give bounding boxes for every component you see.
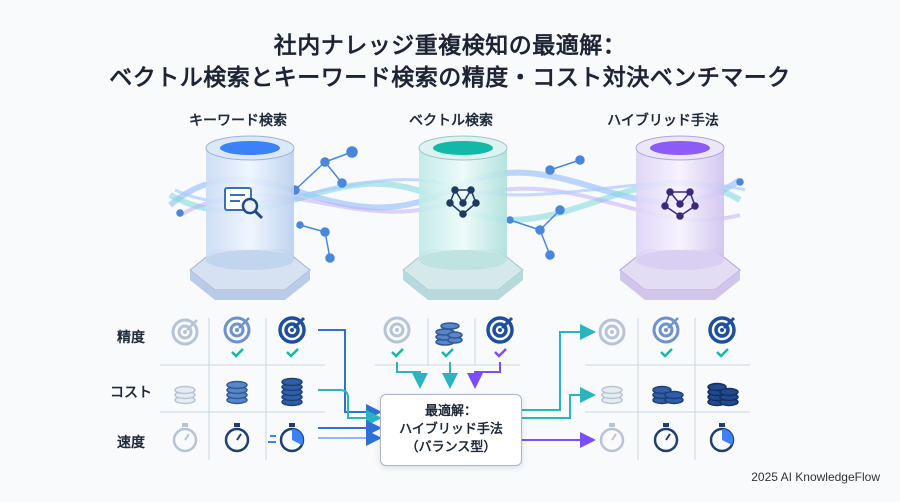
result-line-1: 最適解： (424, 404, 477, 419)
stopwatch-icon-light (172, 423, 198, 453)
target-icon-light (383, 316, 411, 344)
check-icon (391, 348, 404, 358)
coin-stack-icon-strong (281, 377, 303, 407)
check-icon (441, 348, 454, 358)
stopwatch-icon-strong (268, 423, 305, 453)
target-icon-strong (278, 316, 306, 344)
check-icon (494, 348, 507, 358)
row-label-speed: 速度 (117, 435, 145, 451)
cost-row-right (601, 382, 739, 407)
coin-stack-icon-medium (435, 322, 463, 346)
vector-search-cylinder (402, 135, 524, 300)
precision-row-right (598, 316, 736, 358)
precision-row-left (171, 316, 306, 358)
stopwatch-icon-medium (224, 423, 250, 453)
title-line-2: ベクトル検索とキーワード検索の精度・コスト対決ベンチマーク (109, 65, 791, 91)
network-nodes (176, 146, 744, 263)
result-box: 最適解： ハイブリッド手法 （バランス型） (380, 394, 522, 466)
column-label-keyword: キーワード検索 (189, 113, 287, 129)
row-label-precision: 精度 (117, 330, 145, 346)
check-icon (286, 348, 299, 358)
result-line-3: （バランス型） (405, 440, 497, 455)
row-label-cost: コスト (110, 385, 152, 401)
result-line-2: ハイブリッド手法 (399, 422, 503, 437)
middle-top-row (383, 316, 514, 358)
flow-arrows (318, 324, 596, 448)
coin-stack-icon-medium (226, 380, 248, 405)
keyword-search-cylinder (189, 135, 311, 300)
speed-row-left (172, 423, 305, 453)
coin-stack-icon-light (174, 385, 196, 405)
target-icon-light (171, 318, 199, 346)
column-label-vector: ベクトル検索 (409, 113, 493, 129)
speed-row-right (599, 423, 735, 453)
target-icon-strong (486, 316, 514, 344)
column-label-hybrid: ハイブリッド手法 (607, 113, 719, 129)
title-line-1: 社内ナレッジ重複検知の最適解： (273, 33, 627, 59)
target-icon-medium (223, 316, 251, 344)
table-grid (160, 318, 750, 460)
cost-row-left (174, 377, 303, 407)
footer-credit: 2025 AI KnowledgeFlow (751, 470, 880, 484)
hybrid-cylinder (619, 135, 741, 300)
check-icon (231, 348, 244, 358)
